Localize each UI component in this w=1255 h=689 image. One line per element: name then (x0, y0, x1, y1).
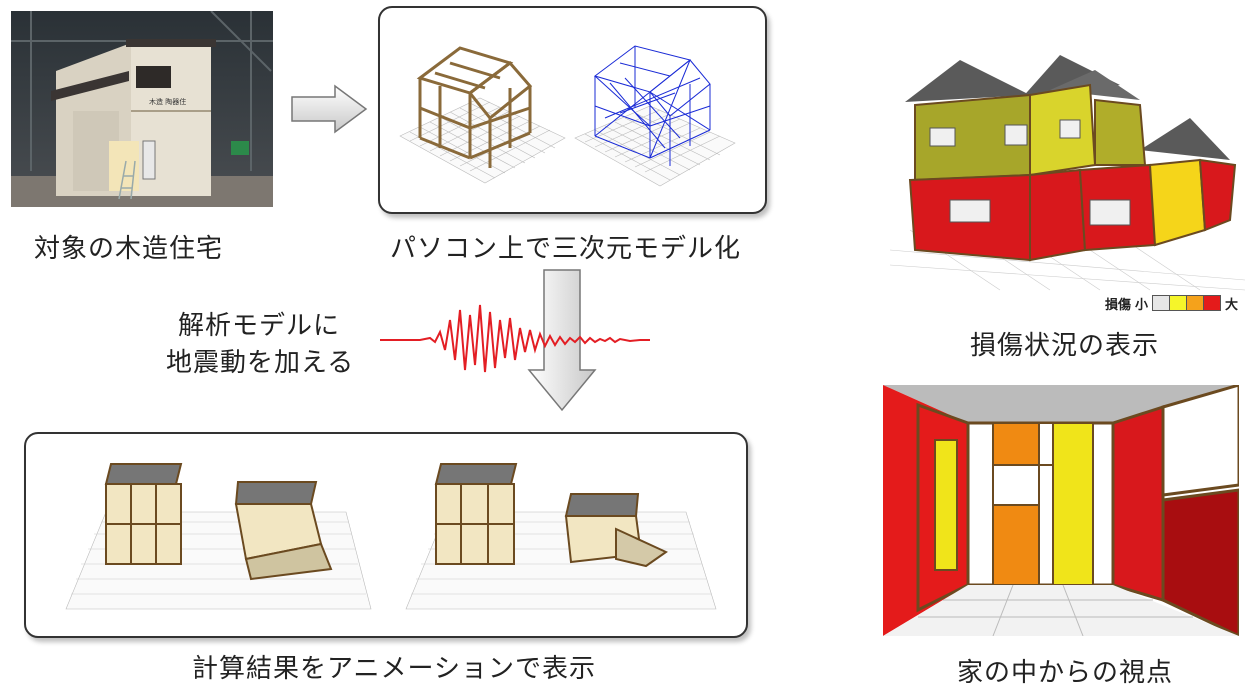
target-house-photo: 木造 陶器住 (11, 11, 273, 207)
photo-sign-text: 木造 陶器住 (149, 97, 186, 106)
caption-animation: 計算結果をアニメーションで表示 (192, 654, 596, 684)
legend-title: 損傷 (1105, 297, 1132, 313)
legend-swatch-2 (1169, 295, 1188, 311)
caption-target-house: 対象の木造住宅 (34, 234, 224, 264)
wireframe-model (593, 45, 711, 166)
damage-legend: 損傷 小 大 (1105, 293, 1238, 313)
seismic-wave-icon (380, 300, 660, 380)
wood-frame-model (416, 46, 533, 168)
legend-swatch-4 (1203, 295, 1222, 311)
caption-interior: 家の中からの視点 (957, 658, 1174, 688)
legend-high-label: 大 (1225, 297, 1239, 313)
caption-damage: 損傷状況の表示 (970, 331, 1160, 361)
damage-model-image (880, 40, 1255, 295)
interior-view-image (883, 385, 1239, 636)
caption-ground-motion-1: 解析モデルに (178, 311, 341, 341)
animated-house-1 (104, 463, 183, 565)
legend-swatch-1 (1152, 295, 1171, 311)
caption-ground-motion-2: 地震動を加える (166, 348, 355, 378)
model-3d-panel (378, 6, 767, 214)
animated-house-3 (434, 463, 518, 565)
caption-3d-model: パソコン上で三次元モデル化 (390, 234, 742, 264)
legend-swatch-3 (1186, 295, 1205, 311)
animated-house-2 (234, 481, 333, 581)
right-arrow-icon (290, 84, 370, 134)
animation-panel (24, 432, 748, 638)
legend-low-label: 小 (1135, 297, 1149, 313)
animated-house-4 (564, 493, 669, 568)
